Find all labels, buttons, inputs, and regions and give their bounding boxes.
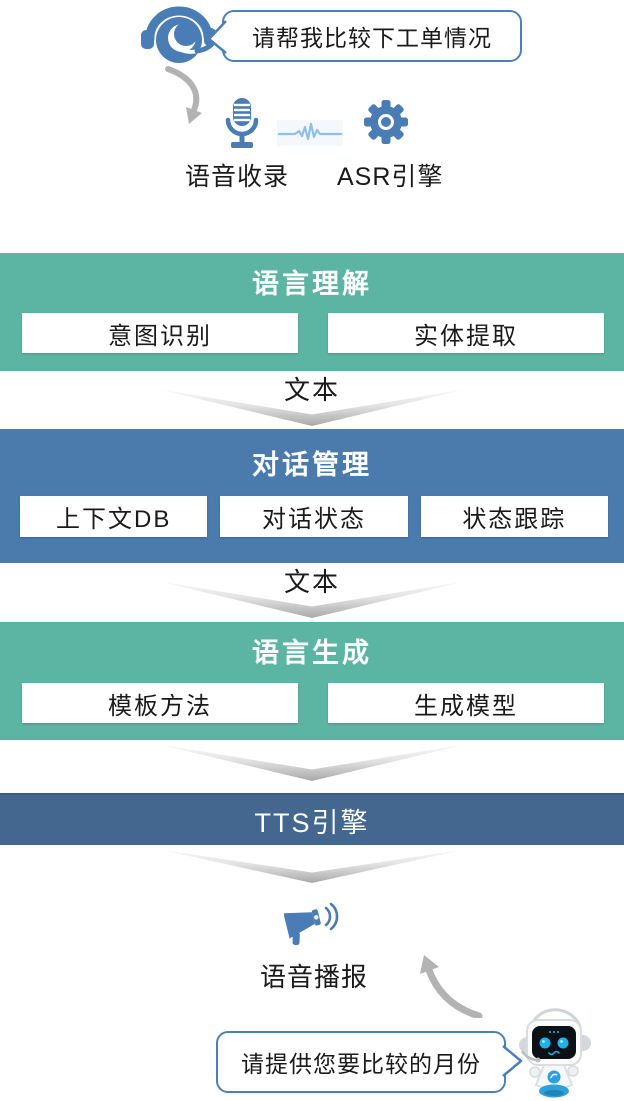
- user-speech-bubble: 请帮我比较下工单情况: [207, 10, 522, 62]
- connector-text-label: 文本: [283, 567, 340, 597]
- bot-speech-bubble: 请提供您要比较的月份: [216, 1031, 523, 1093]
- audio-waveform-icon: [277, 120, 343, 146]
- bot-utterance: 请提供您要比较的月份: [241, 1051, 481, 1077]
- stage-nlu-title: 语言理解: [252, 269, 372, 299]
- megaphone-icon: [284, 902, 339, 945]
- nlg-box-generative: 生成模型: [328, 683, 604, 723]
- user-utterance: 请帮我比较下工单情况: [252, 25, 492, 51]
- tts-engine-label: TTS引擎: [254, 807, 370, 838]
- nlg-box-template: 模板方法: [22, 683, 298, 723]
- bubble-tail-left: [207, 20, 227, 54]
- stage-dialog-management: 对话管理 上下文DB 对话状态 状态跟踪: [0, 429, 624, 563]
- stage-dialog-title: 对话管理: [252, 450, 372, 480]
- curved-arrow-down-icon: [165, 66, 202, 124]
- microphone-icon: [225, 98, 259, 148]
- dialog-box-state: 对话状态: [220, 496, 408, 537]
- voice-broadcast-label: 语音播报: [260, 962, 369, 992]
- voice-record-label: 语音收录: [185, 163, 290, 191]
- connector-text-label: 文本: [283, 375, 340, 405]
- curved-arrow-up-icon: [420, 955, 483, 1018]
- stage-nlu: 语言理解 意图识别 实体提取: [0, 253, 624, 371]
- connector-nlg-to-tts: [0, 744, 624, 784]
- chevron-down-arrow: [157, 849, 467, 883]
- connector-dialog-to-nlg: 文本: [0, 563, 624, 622]
- nlu-box-intent: 意图识别: [22, 313, 298, 353]
- asr-engine-label: ASR引擎: [337, 163, 444, 191]
- robot-icon: [519, 1008, 591, 1098]
- dialog-box-tracking: 状态跟踪: [420, 496, 608, 537]
- stage-nlg: 语言生成 模板方法 生成模型: [0, 622, 624, 740]
- stage-nlg-title: 语言生成: [252, 638, 372, 668]
- connector-tts-to-output: [0, 849, 624, 887]
- gear-icon: [364, 100, 408, 144]
- dialog-box-context-db: 上下文DB: [20, 496, 208, 537]
- connector-nlu-to-dialog: 文本: [0, 371, 624, 429]
- chevron-down-arrow: [157, 744, 467, 781]
- nlu-box-entity: 实体提取: [328, 313, 604, 353]
- stage-tts-engine: TTS引擎: [0, 793, 624, 845]
- bubble-tail-right: [502, 1045, 523, 1077]
